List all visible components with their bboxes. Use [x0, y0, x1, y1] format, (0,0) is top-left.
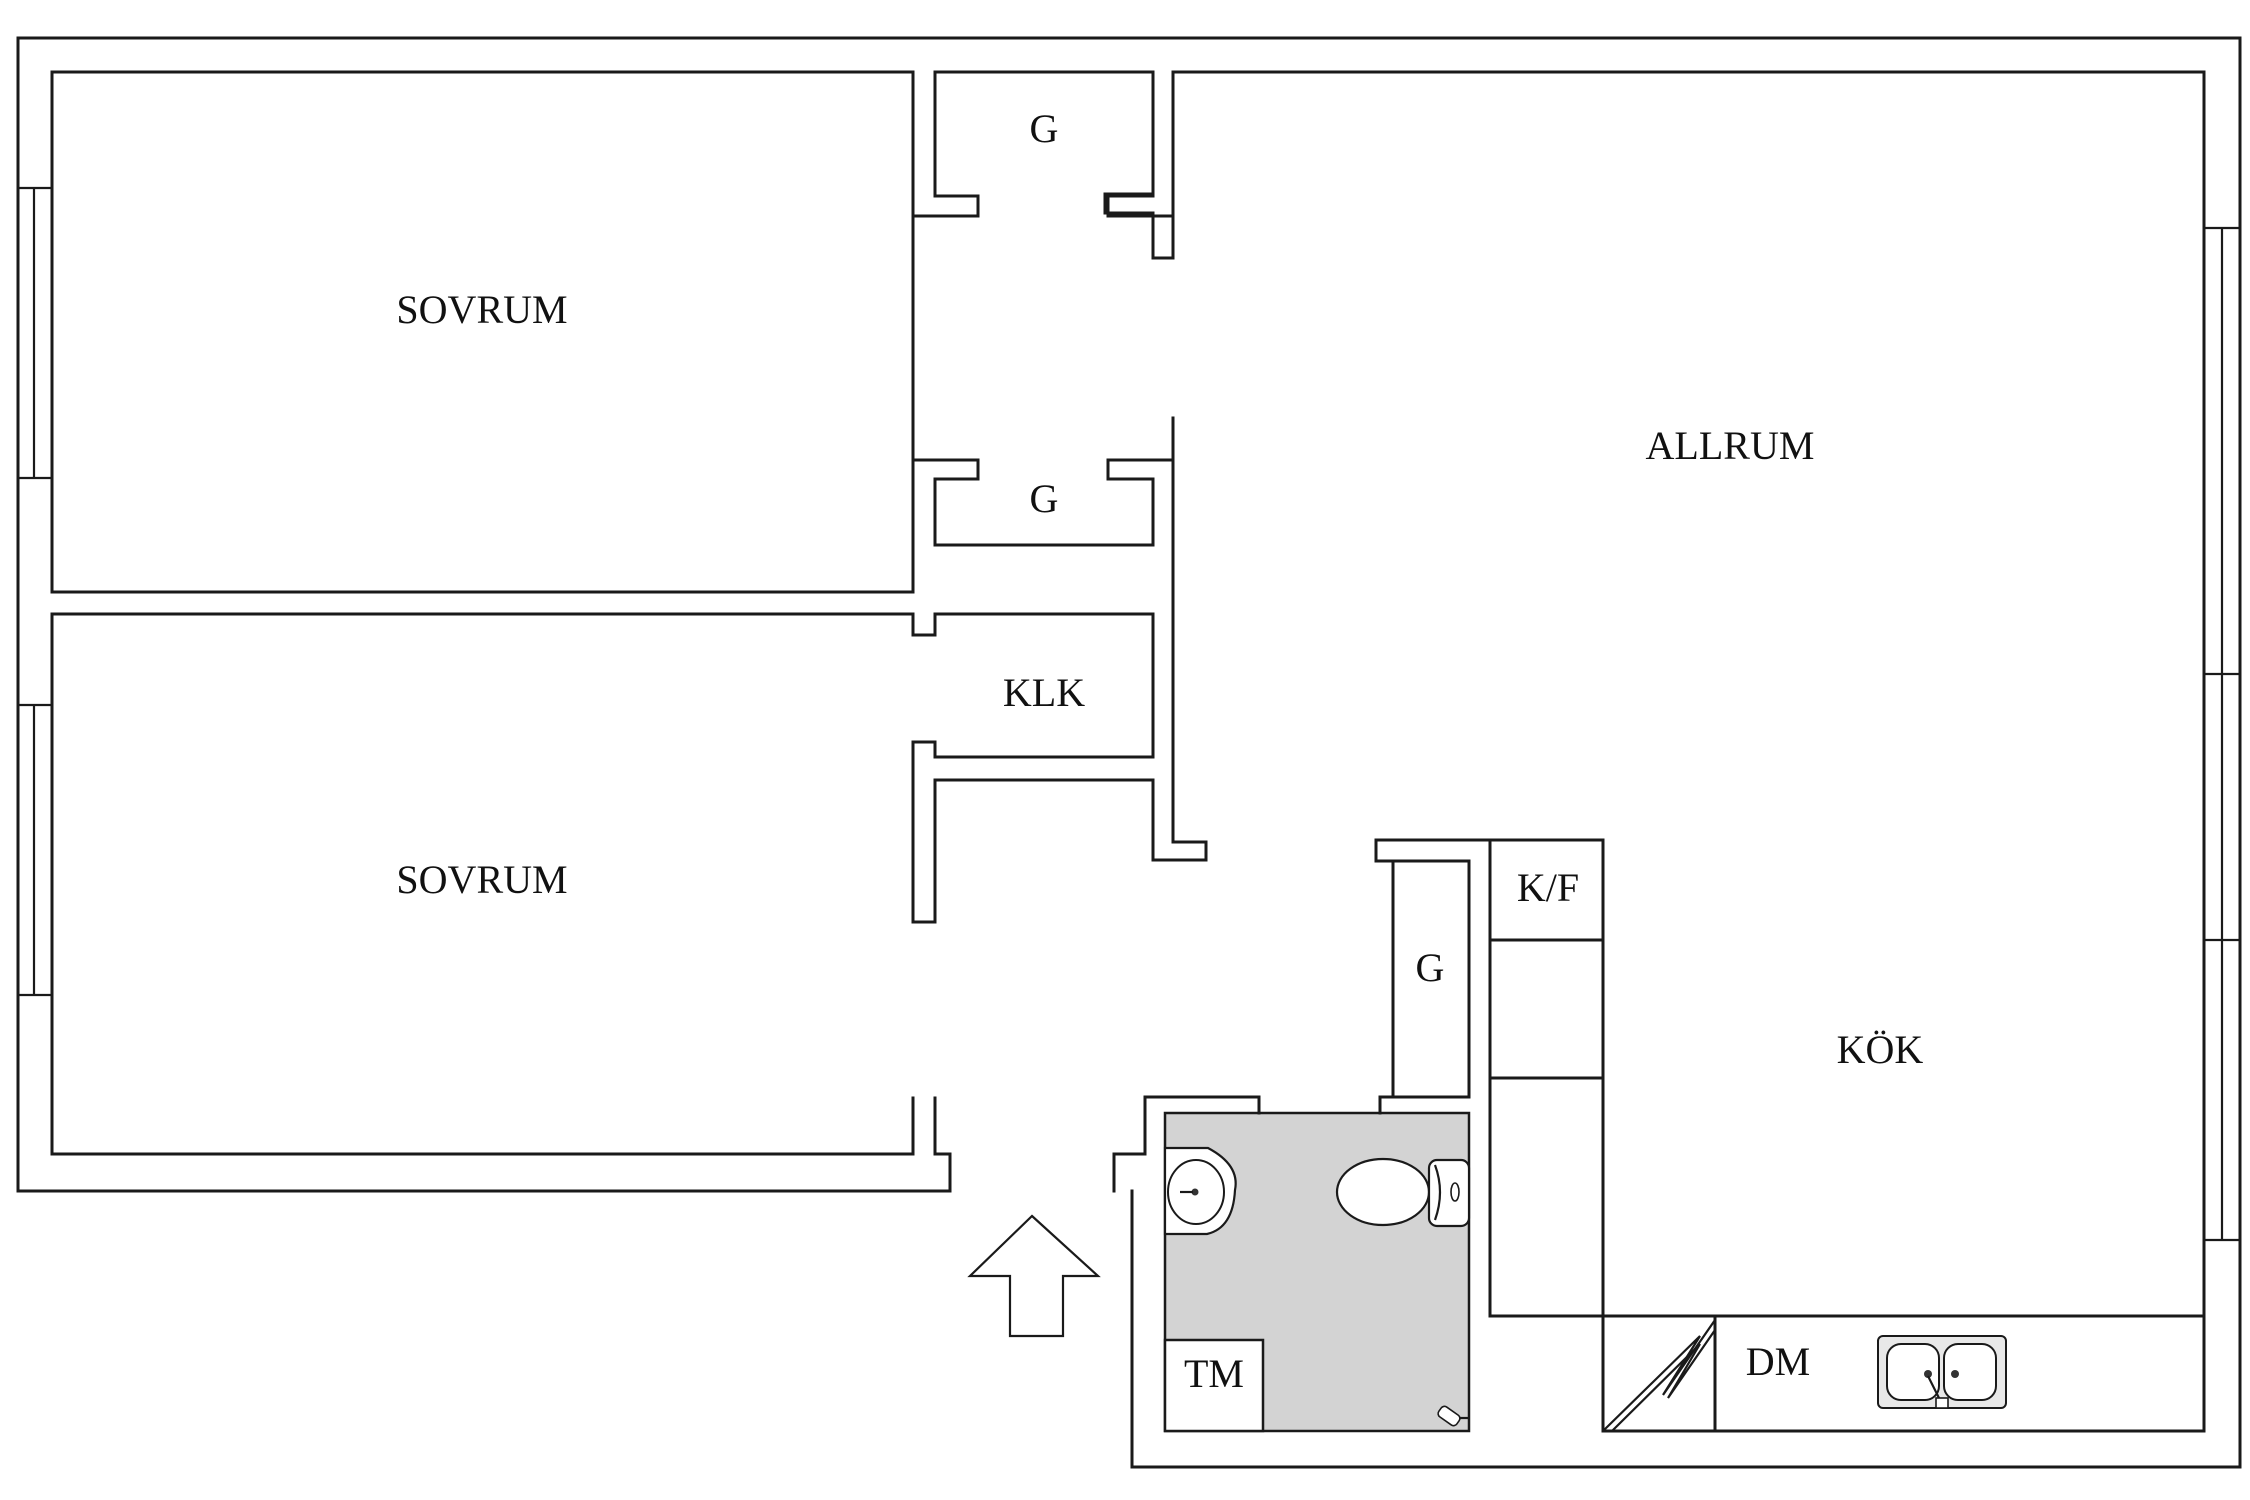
- kitchen-sink-icon: [1877, 1335, 2007, 1409]
- exterior-walls: [16, 36, 2242, 1469]
- windows: [18, 186, 2240, 1242]
- washing-machine-label: TM: [1184, 1351, 1244, 1396]
- floor-drain-icon: [1437, 1405, 1469, 1427]
- living-room-label: ALLRUM: [1646, 423, 1815, 468]
- closet-middle-label: G: [1030, 476, 1059, 521]
- kitchen-label: KÖK: [1837, 1027, 1924, 1072]
- stove-icon: [1602, 1319, 1716, 1432]
- toilet-icon: [1335, 1157, 1471, 1228]
- dishwasher-label: DM: [1746, 1339, 1810, 1384]
- walk-in-closet-walls: [911, 612, 1155, 759]
- washing-machine-box: [1163, 1338, 1265, 1433]
- fridge-freezer-label: K/F: [1517, 865, 1579, 910]
- hall-closet-label: G: [1416, 945, 1445, 990]
- entrance-arrow-icon: [967, 1214, 1101, 1338]
- washbasin-icon: [1163, 1146, 1237, 1236]
- walk-in-closet-label: KLK: [1003, 670, 1085, 715]
- closet-top-label: G: [1030, 106, 1059, 151]
- closet-middle-walls: [911, 416, 1208, 924]
- kitchen-counters: [1488, 938, 2206, 1433]
- bedroom-upper-label: SOVRUM: [396, 287, 567, 332]
- hall-walls: [911, 1095, 1471, 1193]
- bedroom-lower-label: SOVRUM: [396, 857, 567, 902]
- closet-top-walls: [911, 70, 1175, 218]
